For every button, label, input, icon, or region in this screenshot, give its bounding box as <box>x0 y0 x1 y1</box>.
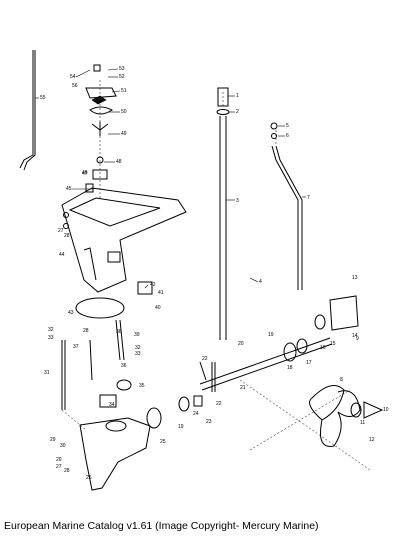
callout-33: 33 <box>48 335 54 341</box>
water-pump-parts <box>85 64 117 193</box>
callout-47: 47 <box>82 171 88 177</box>
callout-31: 31 <box>44 370 50 376</box>
callout-53: 53 <box>119 66 125 72</box>
callout-43: 43 <box>68 310 74 316</box>
callout-32: 32 <box>48 327 54 333</box>
callout-30: 30 <box>60 443 66 449</box>
callout-4: 4 <box>259 279 262 285</box>
callout-36: 36 <box>121 363 127 369</box>
callout-2: 2 <box>236 109 239 115</box>
callout-18: 18 <box>287 365 293 371</box>
driveshaft <box>216 87 230 340</box>
callout-21: 21 <box>240 385 246 391</box>
callout-24: 24 <box>193 411 199 417</box>
housing-gasket <box>75 297 125 319</box>
callout-13: 13 <box>352 275 358 281</box>
callout-12: 12 <box>369 437 375 443</box>
water-tube <box>61 340 66 410</box>
callout-35: 35 <box>139 383 145 389</box>
callout-1: 1 <box>236 93 239 99</box>
callout-55: 55 <box>40 95 46 101</box>
callout-45: 45 <box>66 186 72 192</box>
callout-39: 39 <box>134 332 140 338</box>
callout-17: 17 <box>306 360 312 366</box>
callout-3: 3 <box>236 198 239 204</box>
callout-26: 26 <box>86 475 92 481</box>
callout-8: 8 <box>340 377 343 383</box>
callout-32b: 32 <box>135 345 141 351</box>
propeller-shaft-assembly <box>146 295 359 429</box>
callout-23: 23 <box>206 419 212 425</box>
callout-22b: 22 <box>216 401 222 407</box>
shift-linkage <box>271 145 303 290</box>
callout-46: 46 <box>82 170 88 176</box>
callout-28c: 28 <box>64 468 70 474</box>
callout-6: 6 <box>286 133 289 139</box>
callout-44: 44 <box>59 252 65 258</box>
callout-50: 50 <box>121 109 127 115</box>
callout-19b: 19 <box>178 424 184 430</box>
shift-rod <box>19 50 36 171</box>
callout-34: 34 <box>109 402 115 408</box>
callout-14: 14 <box>352 333 358 339</box>
callout-9: 9 <box>356 336 359 342</box>
propeller <box>309 385 384 447</box>
callout-27b: 27 <box>56 464 62 470</box>
callout-25: 25 <box>160 439 166 445</box>
callout-40: 40 <box>155 305 161 311</box>
callout-52: 52 <box>119 74 125 80</box>
parts-diagram: 1 2 3 4 5 6 7 8 9 10 11 12 13 14 15 16 1… <box>19 50 389 491</box>
callout-27: 27 <box>58 228 64 234</box>
callout-19: 19 <box>268 332 274 338</box>
callout-51: 51 <box>121 88 127 94</box>
callout-11: 11 <box>360 420 365 426</box>
callout-28b: 28 <box>83 328 89 334</box>
callout-20: 20 <box>238 341 244 347</box>
callout-42: 42 <box>150 282 156 288</box>
callout-5: 5 <box>286 123 289 129</box>
callout-15: 15 <box>330 341 336 347</box>
callout-29: 29 <box>50 437 56 443</box>
callout-54: 54 <box>70 74 76 80</box>
gearcase <box>79 379 151 491</box>
callout-41: 41 <box>158 290 164 296</box>
callout-33b: 33 <box>135 351 141 357</box>
callout-29b: 29 <box>56 457 62 463</box>
callout-22: 22 <box>202 356 208 362</box>
callout-49: 49 <box>121 131 127 137</box>
callout-28: 28 <box>64 233 70 239</box>
callout-37: 37 <box>73 344 79 350</box>
callout-10: 10 <box>383 407 389 413</box>
catalog-caption: European Marine Catalog v1.61 (Image Cop… <box>4 520 319 532</box>
callout-48: 48 <box>116 159 122 165</box>
callout-16: 16 <box>320 345 326 351</box>
callout-7: 7 <box>307 195 310 201</box>
callout-56: 56 <box>72 83 78 89</box>
callout-38: 38 <box>116 329 122 335</box>
driveshaft-housing <box>61 187 187 293</box>
